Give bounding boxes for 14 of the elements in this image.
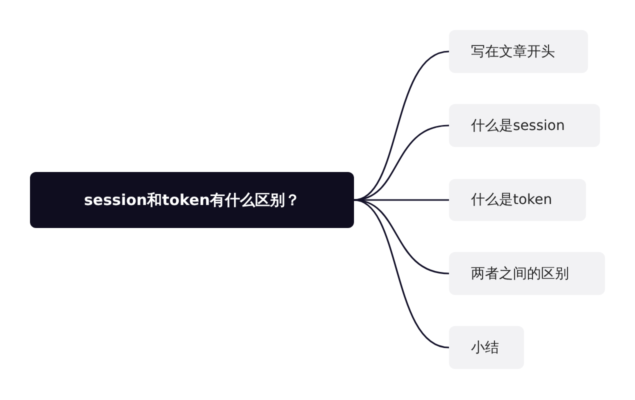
- subtopic-box: [449, 30, 588, 73]
- topic-text: session和token有什么区别？: [84, 190, 300, 210]
- connector-line: [354, 199, 449, 201]
- central-topic-box: [30, 172, 354, 228]
- topic-text: 写在文章开头: [471, 42, 555, 60]
- topic-text: 两者之间的区别: [471, 264, 569, 282]
- connector-line: [354, 199, 450, 274]
- subtopic-box: [449, 252, 605, 295]
- subtopic-box: [449, 104, 600, 147]
- subtopic-box: [449, 326, 524, 369]
- topic-text: 什么是token: [471, 191, 552, 209]
- subtopic-box: [449, 179, 586, 221]
- topic-text: 什么是session: [471, 116, 565, 134]
- topic-text: 小结: [471, 338, 499, 356]
